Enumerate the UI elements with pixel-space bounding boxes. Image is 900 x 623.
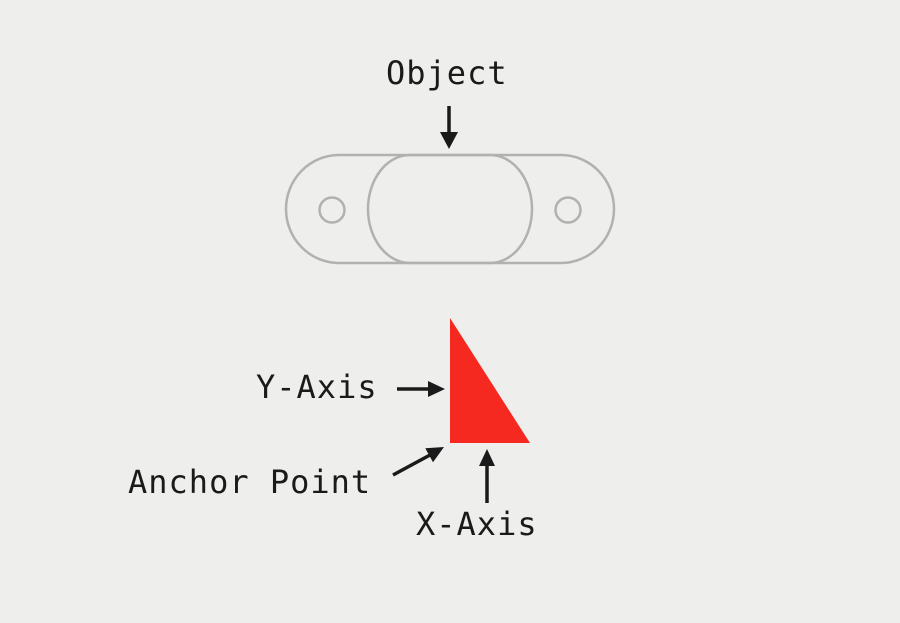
object-center-slot-outline bbox=[366, 153, 534, 265]
x-axis-arrow-head bbox=[479, 449, 495, 466]
object-left-hole bbox=[318, 196, 346, 224]
anchor-point-arrow-line bbox=[392, 453, 431, 477]
x-axis-label: X-Axis bbox=[416, 505, 538, 543]
object-right-hole bbox=[554, 196, 582, 224]
anchor-point-label: Anchor Point bbox=[128, 463, 372, 501]
object-label: Object bbox=[386, 54, 508, 92]
object-arrow-head bbox=[440, 132, 458, 149]
anchor-point-arrow-head bbox=[425, 447, 444, 463]
anchor-triangle bbox=[450, 318, 530, 443]
y-axis-arrow-head bbox=[428, 381, 445, 397]
y-axis-label: Y-Axis bbox=[256, 368, 378, 406]
